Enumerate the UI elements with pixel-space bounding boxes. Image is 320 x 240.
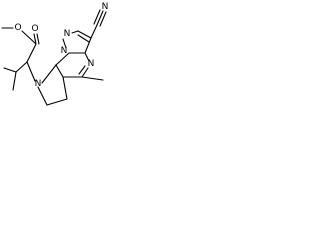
bond-pz-3	[84, 37, 92, 54]
bond-ch-carbonyl	[26, 43, 37, 63]
chemical-structure-diagram: N N N N N O O	[1, 2, 108, 106]
bond-pm-2	[81, 67, 89, 78]
bond-co-double-1	[33, 33, 37, 45]
bond-ch-ipr	[15, 61, 28, 73]
bond-pm-4	[55, 64, 64, 78]
bond-pr-3	[37, 86, 48, 106]
bond-co-double-2	[36, 33, 40, 45]
atom-carbonyl-o: O	[31, 24, 38, 34]
atom-labels: N N N N N O O	[14, 2, 108, 89]
bond-n-ch	[26, 61, 36, 82]
bond-ipr-me1	[3, 67, 17, 73]
atom-pyrazole-n2: N	[61, 46, 68, 56]
bond-pz-1b	[77, 34, 90, 43]
bond-cn-ring	[90, 24, 98, 39]
atom-pyrazole-n1: N	[64, 29, 71, 39]
structure-canvas: N N N N N O O	[0, 0, 122, 119]
bond-nitrile-1	[96, 10, 104, 26]
bonds	[1, 9, 107, 106]
bond-nitrile-2	[99, 11, 107, 27]
bond-pm-1	[84, 52, 90, 62]
bond-pz-5	[62, 38, 67, 49]
bond-pr-2	[46, 98, 68, 106]
atom-ether-o: O	[14, 23, 21, 33]
bond-pm-2b	[78, 65, 86, 75]
atom-pyrrole-n: N	[35, 79, 42, 89]
bond-nitrile-3	[93, 9, 101, 25]
bond-c-o-ether	[21, 30, 37, 45]
bond-pz-1	[77, 30, 92, 39]
bond-methyl	[81, 76, 104, 81]
bond-ipr-me2	[12, 71, 17, 91]
bond-pr-4	[41, 64, 57, 84]
atom-cyano-n: N	[102, 2, 109, 12]
bond-pm-5	[55, 52, 70, 66]
atom-pyrimidine-n: N	[88, 59, 95, 69]
bond-pr-1	[62, 76, 68, 100]
bond-pz-2	[71, 30, 79, 34]
